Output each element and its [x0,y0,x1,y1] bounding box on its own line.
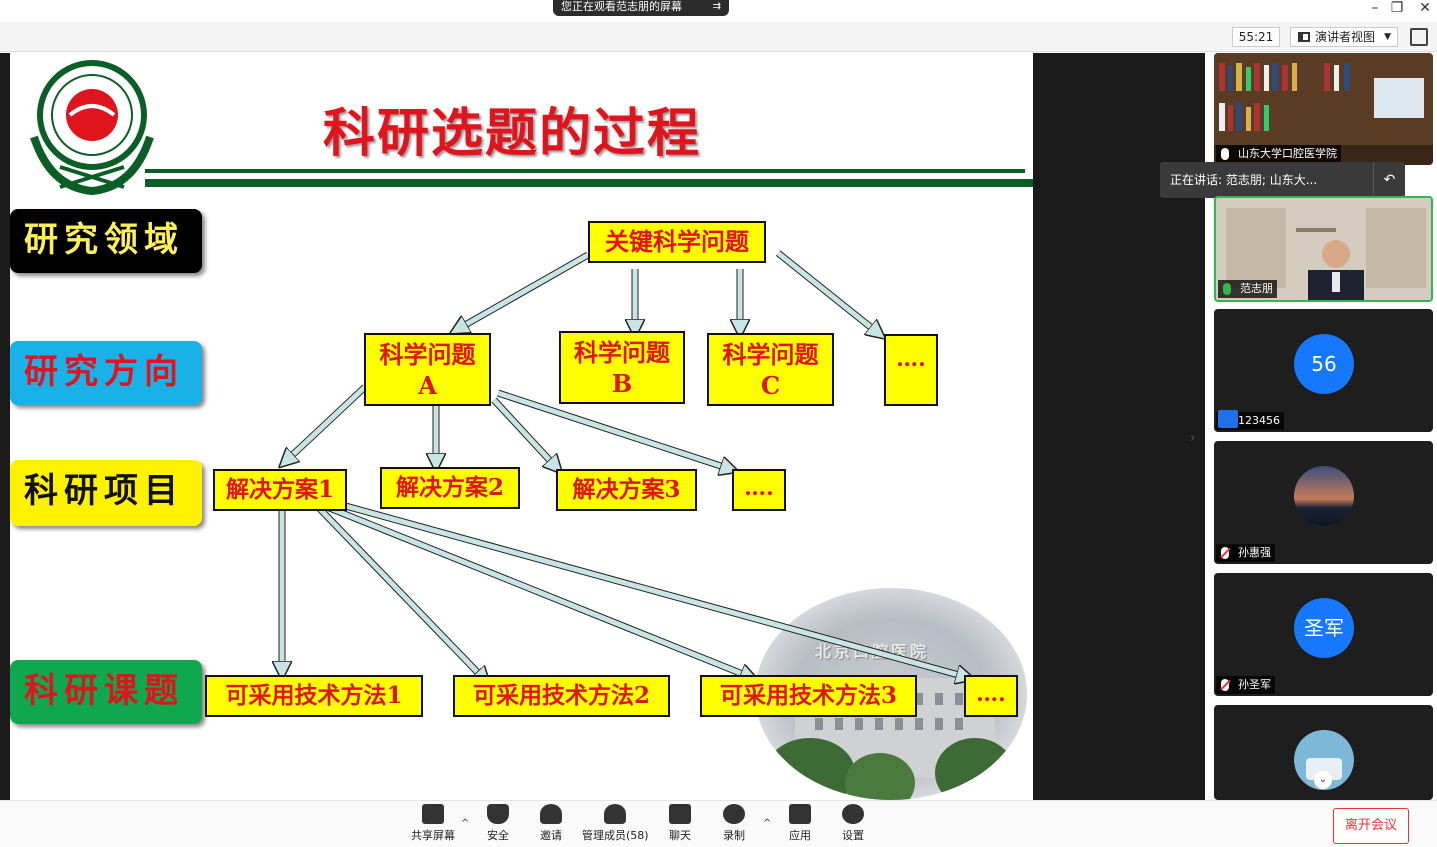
sharing-banner-text: 您正在观看范志朋的屏幕 [561,0,682,13]
question-box-more: …. [884,334,938,406]
sharing-banner[interactable]: 您正在观看范志朋的屏幕 ⇉ [553,0,729,16]
meeting-toolbar [0,800,1437,847]
record-icon [723,804,745,824]
fullscreen-icon[interactable] [1410,28,1428,46]
participant-tile[interactable]: 孙惠强 [1214,441,1433,564]
participant-tile[interactable]: 圣军 孙圣军 [1214,573,1433,696]
avatar: 圣军 [1294,598,1354,658]
restore-icon[interactable]: ❐ [1390,0,1404,16]
method-box-3: 可采用技术方法3 [700,675,917,717]
members-icon [604,804,626,824]
chat-label: 聊天 [669,829,691,842]
avatar [1294,466,1354,526]
share-screen-label: 共享屏幕 [411,829,455,842]
security-button[interactable]: 安全 [484,804,512,843]
participant-tile[interactable]: ⌄ [1214,705,1433,800]
participant-name: 范志朋 [1218,280,1277,298]
participant-name: 孙圣军 [1216,676,1275,694]
window-titlebar: 您正在观看范志朋的屏幕 ⇉ – ❐ ✕ [0,0,1437,22]
apps-button[interactable]: 应用 [787,804,813,843]
label-research-direction: 研究方向 [10,341,202,405]
speaker-video [1216,198,1431,300]
apps-label: 应用 [789,829,811,842]
solution-box-2: 解决方案2 [380,467,520,509]
meeting-header: 55:21 演讲者视图 ▼ [0,22,1437,52]
settings-label: 设置 [842,829,864,842]
mic-muted-icon [1221,547,1229,559]
meeting-timer: 55:21 [1232,27,1280,47]
presentation-slide: 科研选题的过程 研究领域 研究方向 科研项目 科研课题 北京口腔医院 [10,53,1033,800]
title-divider [145,169,1025,173]
chat-icon [669,804,691,824]
members-label: 管理成员(58) [582,829,649,842]
title-divider-thick [145,179,1033,187]
key-question-box: 关键科学问题 [588,221,766,263]
add-user-icon [540,804,562,824]
undo-icon[interactable]: ↶ [1373,162,1405,198]
share-screen-button[interactable]: 共享屏幕 [410,804,456,843]
question-a-label: 科学问题 [379,340,476,369]
method-box-more: …. [964,675,1018,717]
mic-muted-icon [1221,679,1229,691]
hospital-logo [30,60,154,196]
invite-button[interactable]: 邀请 [538,804,564,843]
label-research-topic: 科研课题 [10,660,202,724]
speaking-indicator: 正在讲话: 范志朋; 山东大... ↶ [1160,162,1405,198]
close-icon[interactable]: ✕ [1419,0,1431,16]
chat-button[interactable]: 聊天 [667,804,693,843]
participant-name: 山东大学口腔医学院 [1216,145,1341,163]
solution-box-3: 解决方案3 [556,469,697,511]
gear-icon [842,804,864,824]
chevron-down-icon: ▼ [1384,32,1391,42]
solution-box-1: 解决方案1 [213,469,347,511]
label-research-field: 研究领域 [10,209,202,273]
speaking-text: 正在讲话: 范志朋; 山东大... [1170,173,1318,187]
record-button[interactable]: 录制 [721,804,747,843]
record-label: 录制 [723,829,745,842]
apps-grid-icon [789,804,811,824]
collapse-panel-icon[interactable]: › [1190,430,1196,446]
label-research-project: 科研项目 [10,460,202,526]
mic-icon [1223,283,1231,295]
slide-title: 科研选题的过程 [323,103,702,164]
view-mode-button[interactable]: 演讲者视图 ▼ [1290,27,1398,47]
participant-name: 123456 [1216,410,1284,430]
manage-members-button[interactable]: 管理成员(58) [582,804,649,843]
question-box-c: 科学问题 C [707,333,834,406]
question-b-letter: B [611,369,633,398]
minimize-icon[interactable]: – [1371,0,1379,16]
question-box-a: 科学问题 A [364,333,491,406]
invite-label: 邀请 [540,829,562,842]
question-a-letter: A [418,371,437,400]
chevron-up-icon[interactable]: ^ [763,818,772,829]
solution-box-more: …. [732,469,786,511]
speaker-view-icon [1298,32,1310,42]
leave-meeting-button[interactable]: 离开会议 [1333,808,1409,844]
participant-tile-active[interactable]: 范志朋 [1214,196,1433,302]
chevron-down-icon[interactable]: ⌄ [1314,771,1332,789]
question-box-b: 科学问题 B [559,331,685,404]
mic-icon [1221,148,1229,160]
participant-name: 孙惠强 [1216,544,1275,562]
menu-icon[interactable]: ⇉ [712,1,721,12]
avatar: 56 [1294,334,1354,394]
participant-tile[interactable]: 山东大学口腔医学院 [1214,53,1433,165]
view-mode-label: 演讲者视图 [1315,30,1376,44]
question-b-label: 科学问题 [574,338,670,367]
user-icon [1218,410,1238,428]
participant-tile[interactable]: 56 123456 [1214,309,1433,432]
settings-button[interactable]: 设置 [840,804,866,843]
share-screen-icon [422,804,444,824]
question-c-letter: C [760,371,781,400]
chevron-up-icon[interactable]: ^ [461,818,470,829]
flow-arrows [10,250,1033,800]
security-label: 安全 [487,829,509,842]
method-box-1: 可采用技术方法1 [205,675,423,717]
shield-icon [487,804,509,824]
method-box-2: 可采用技术方法2 [453,675,670,717]
question-c-label: 科学问题 [722,340,819,369]
